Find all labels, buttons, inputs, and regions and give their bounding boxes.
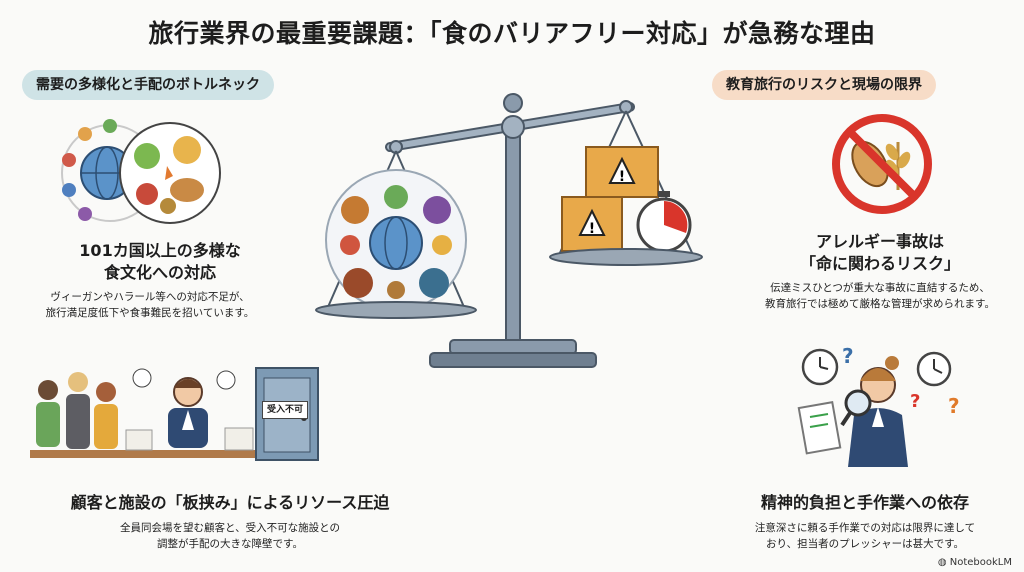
section-label-risk: 教育旅行のリスクと現場の限界 (712, 70, 936, 100)
stressed-staff-icon (168, 377, 208, 448)
worried-staff-icon (848, 356, 908, 467)
svg-text:!: ! (589, 221, 595, 237)
balance-scale-illustration: ! ! (315, 93, 703, 368)
food-diversity-illustration (61, 119, 221, 224)
food-culture-text: ヴィーガンやハラール等への対応不足が、 旅行満足度低下や食事難民を招いています。 (0, 289, 300, 321)
allergy-text-line1: 伝達ミスひとつが重大な事故に直結するため、 (770, 282, 990, 294)
paper-stacks-icon (125, 427, 254, 451)
page-title: 旅行業界の最重要課題：「食のバリアフリー対応」が急務な理由 (148, 19, 876, 48)
food-culture-heading: 101カ国以上の多様な 食文化への対応 (40, 240, 280, 284)
left-pan (315, 150, 477, 319)
magnifier-icon (840, 389, 872, 427)
clock-icon (801, 348, 952, 387)
food-culture-heading-line1: 101カ国以上の多様な (79, 241, 241, 260)
right-pan: ! ! (549, 110, 703, 266)
burden-text-line1: 注意深さに頼る手作業での対応は限界に達して (754, 522, 976, 534)
allergy-heading: アレルギー事故は 「命に関わるリスク」 (770, 231, 990, 275)
food-plate-icon (119, 122, 221, 224)
svg-text:?: ? (910, 391, 920, 412)
svg-text:?: ? (842, 344, 854, 368)
food-culture-text-line2: 旅行満足度低下や食事難民を招いています。 (45, 307, 255, 319)
food-culture-icons (340, 185, 452, 299)
resource-heading: 顧客と施設の「板挟み」によるリソース圧迫 (70, 493, 390, 512)
allergy-prohibition-illustration (832, 114, 932, 214)
stopwatch-icon (636, 191, 692, 253)
notebooklm-icon: ◍ (937, 557, 950, 568)
svg-text:?: ? (948, 394, 960, 418)
resource-text-line2: 調整が手配の大きな障壁です。 (157, 538, 303, 550)
allergy-heading-line2: 「命に関わるリスク」 (799, 254, 960, 273)
customers-group-icon (36, 372, 118, 449)
footer-label: NotebookLM (949, 557, 1012, 568)
checklist-icon (797, 401, 842, 455)
burden-text-line2: おり、担当者のプレッシャーは甚大です。 (765, 538, 965, 550)
prohibition-icon (832, 114, 932, 214)
staff-between-customers-and-facility-illustration (30, 367, 319, 461)
burden-heading: 精神的負担と手作業への依存 (760, 493, 969, 512)
resource-text-line1: 全員同会場を望む顧客と、受入不可な施設との (120, 522, 340, 534)
globe-icon (80, 146, 134, 200)
door-sign: 受入不可 (262, 401, 308, 419)
resource-text: 全員同会場を望む顧客と、受入不可な施設との 調整が手配の大きな障壁です。 (20, 520, 440, 552)
food-culture-heading-line2: 食文化への対応 (103, 263, 216, 282)
burden-text: 注意深さに頼る手作業での対応は限界に達して おり、担当者のプレッシャーは甚大です… (715, 520, 1015, 552)
allergy-text-line2: 教育旅行では極めて厳格な管理が求められます。 (765, 298, 995, 310)
allergy-text: 伝達ミスひとつが重大な事故に直結するため、 教育旅行では極めて厳格な管理が求めら… (740, 280, 1020, 312)
allergy-heading-line1: アレルギー事故は (815, 232, 944, 251)
burdened-staff-illustration: ? ? ? (797, 344, 960, 467)
section-label-demand: 需要の多様化と手配のボトルネック (22, 70, 274, 100)
notebooklm-logo: ◍ NotebookLM (938, 557, 1012, 568)
phone-icon (132, 368, 236, 390)
warning-boxes-icon: ! ! (561, 146, 659, 252)
scale-stand (429, 93, 597, 368)
svg-text:!: ! (619, 169, 625, 185)
question-marks-icon: ? ? ? (842, 344, 960, 418)
peanut-wheat-icon (851, 140, 911, 190)
food-culture-text-line1: ヴィーガンやハラール等への対応不足が、 (50, 291, 250, 303)
